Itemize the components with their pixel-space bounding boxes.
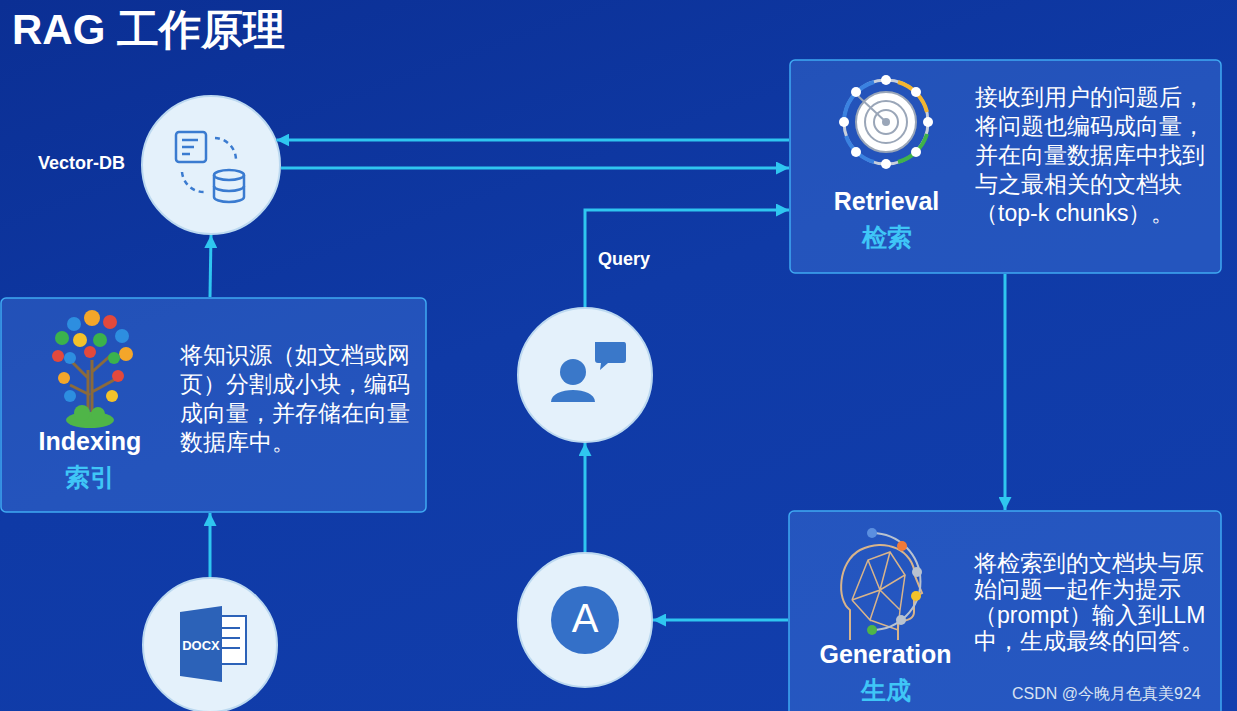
flow-arrow — [210, 235, 211, 297]
circle-outline — [142, 96, 280, 234]
flow-arrow — [653, 619, 788, 622]
node-shape — [141, 95, 281, 235]
node-label: Vector-DB — [15, 153, 125, 174]
box-outline — [789, 511, 1221, 711]
box-heading: Retrieval — [789, 187, 984, 216]
target-icon — [839, 75, 933, 169]
box-subheading: 检索 — [789, 221, 984, 254]
flow-arrow — [585, 210, 789, 307]
docx-icon — [180, 606, 246, 682]
box-body: 接收到用户的问题后，将问题也编码成向量，并在向量数据库中找到与之最相关的文档块（… — [975, 83, 1211, 228]
flow-arrow — [281, 167, 789, 170]
user-icon — [551, 342, 626, 402]
ai-head-icon — [841, 528, 922, 640]
box-body: 将检索到的文档块与原始问题一起作为提示（prompt）输入到LLM中，生成最终的… — [974, 550, 1214, 654]
box-heading: Indexing — [0, 427, 180, 456]
circle-outline — [518, 308, 652, 442]
box-subheading: 生成 — [788, 674, 983, 707]
file-type-text: DOCX — [180, 638, 222, 653]
flow-arrow — [209, 513, 212, 577]
box-body: 将知识源（如文档或网页）分割成小块，编码成向量，并存储在向量数据库中。 — [180, 341, 412, 457]
flow-arrow — [584, 443, 587, 552]
node-shape — [517, 307, 653, 443]
vector-db-icon — [176, 132, 244, 202]
generation-box: Generation 生成 将检索到的文档块与原始问题一起作为提示（prompt）输… — [788, 510, 1222, 711]
docx-circle: DOCX — [142, 577, 278, 711]
diagram-title: RAG 工作原理 — [12, 2, 285, 58]
vector-db-circle: Vector-DB — [141, 95, 281, 235]
retrieval-box: Retrieval 检索接收到用户的问题后，将问题也编码成向量，并在向量数据库中找… — [789, 59, 1222, 274]
box-subheading: 索引 — [0, 461, 180, 494]
indexing-box: Indexing 索引将知识源（如文档或网页）分割成小块，编码成向量，并存储在向量… — [0, 297, 427, 513]
box-heading: Generation — [788, 640, 983, 669]
circle-outline — [143, 578, 277, 711]
user-circle — [517, 307, 653, 443]
box-outline — [790, 60, 1221, 273]
flow-arrow — [1004, 274, 1007, 510]
flow-arrow — [276, 139, 789, 142]
answer-letter: A — [517, 596, 653, 641]
watermark: CSDN @今晚月色真美924 — [1012, 684, 1201, 705]
edge-label: Query — [598, 249, 650, 270]
knowledge-tree-icon — [52, 310, 133, 428]
circle-outline — [518, 553, 652, 687]
answer-circle: A — [517, 552, 653, 688]
box-outline — [1, 298, 426, 512]
